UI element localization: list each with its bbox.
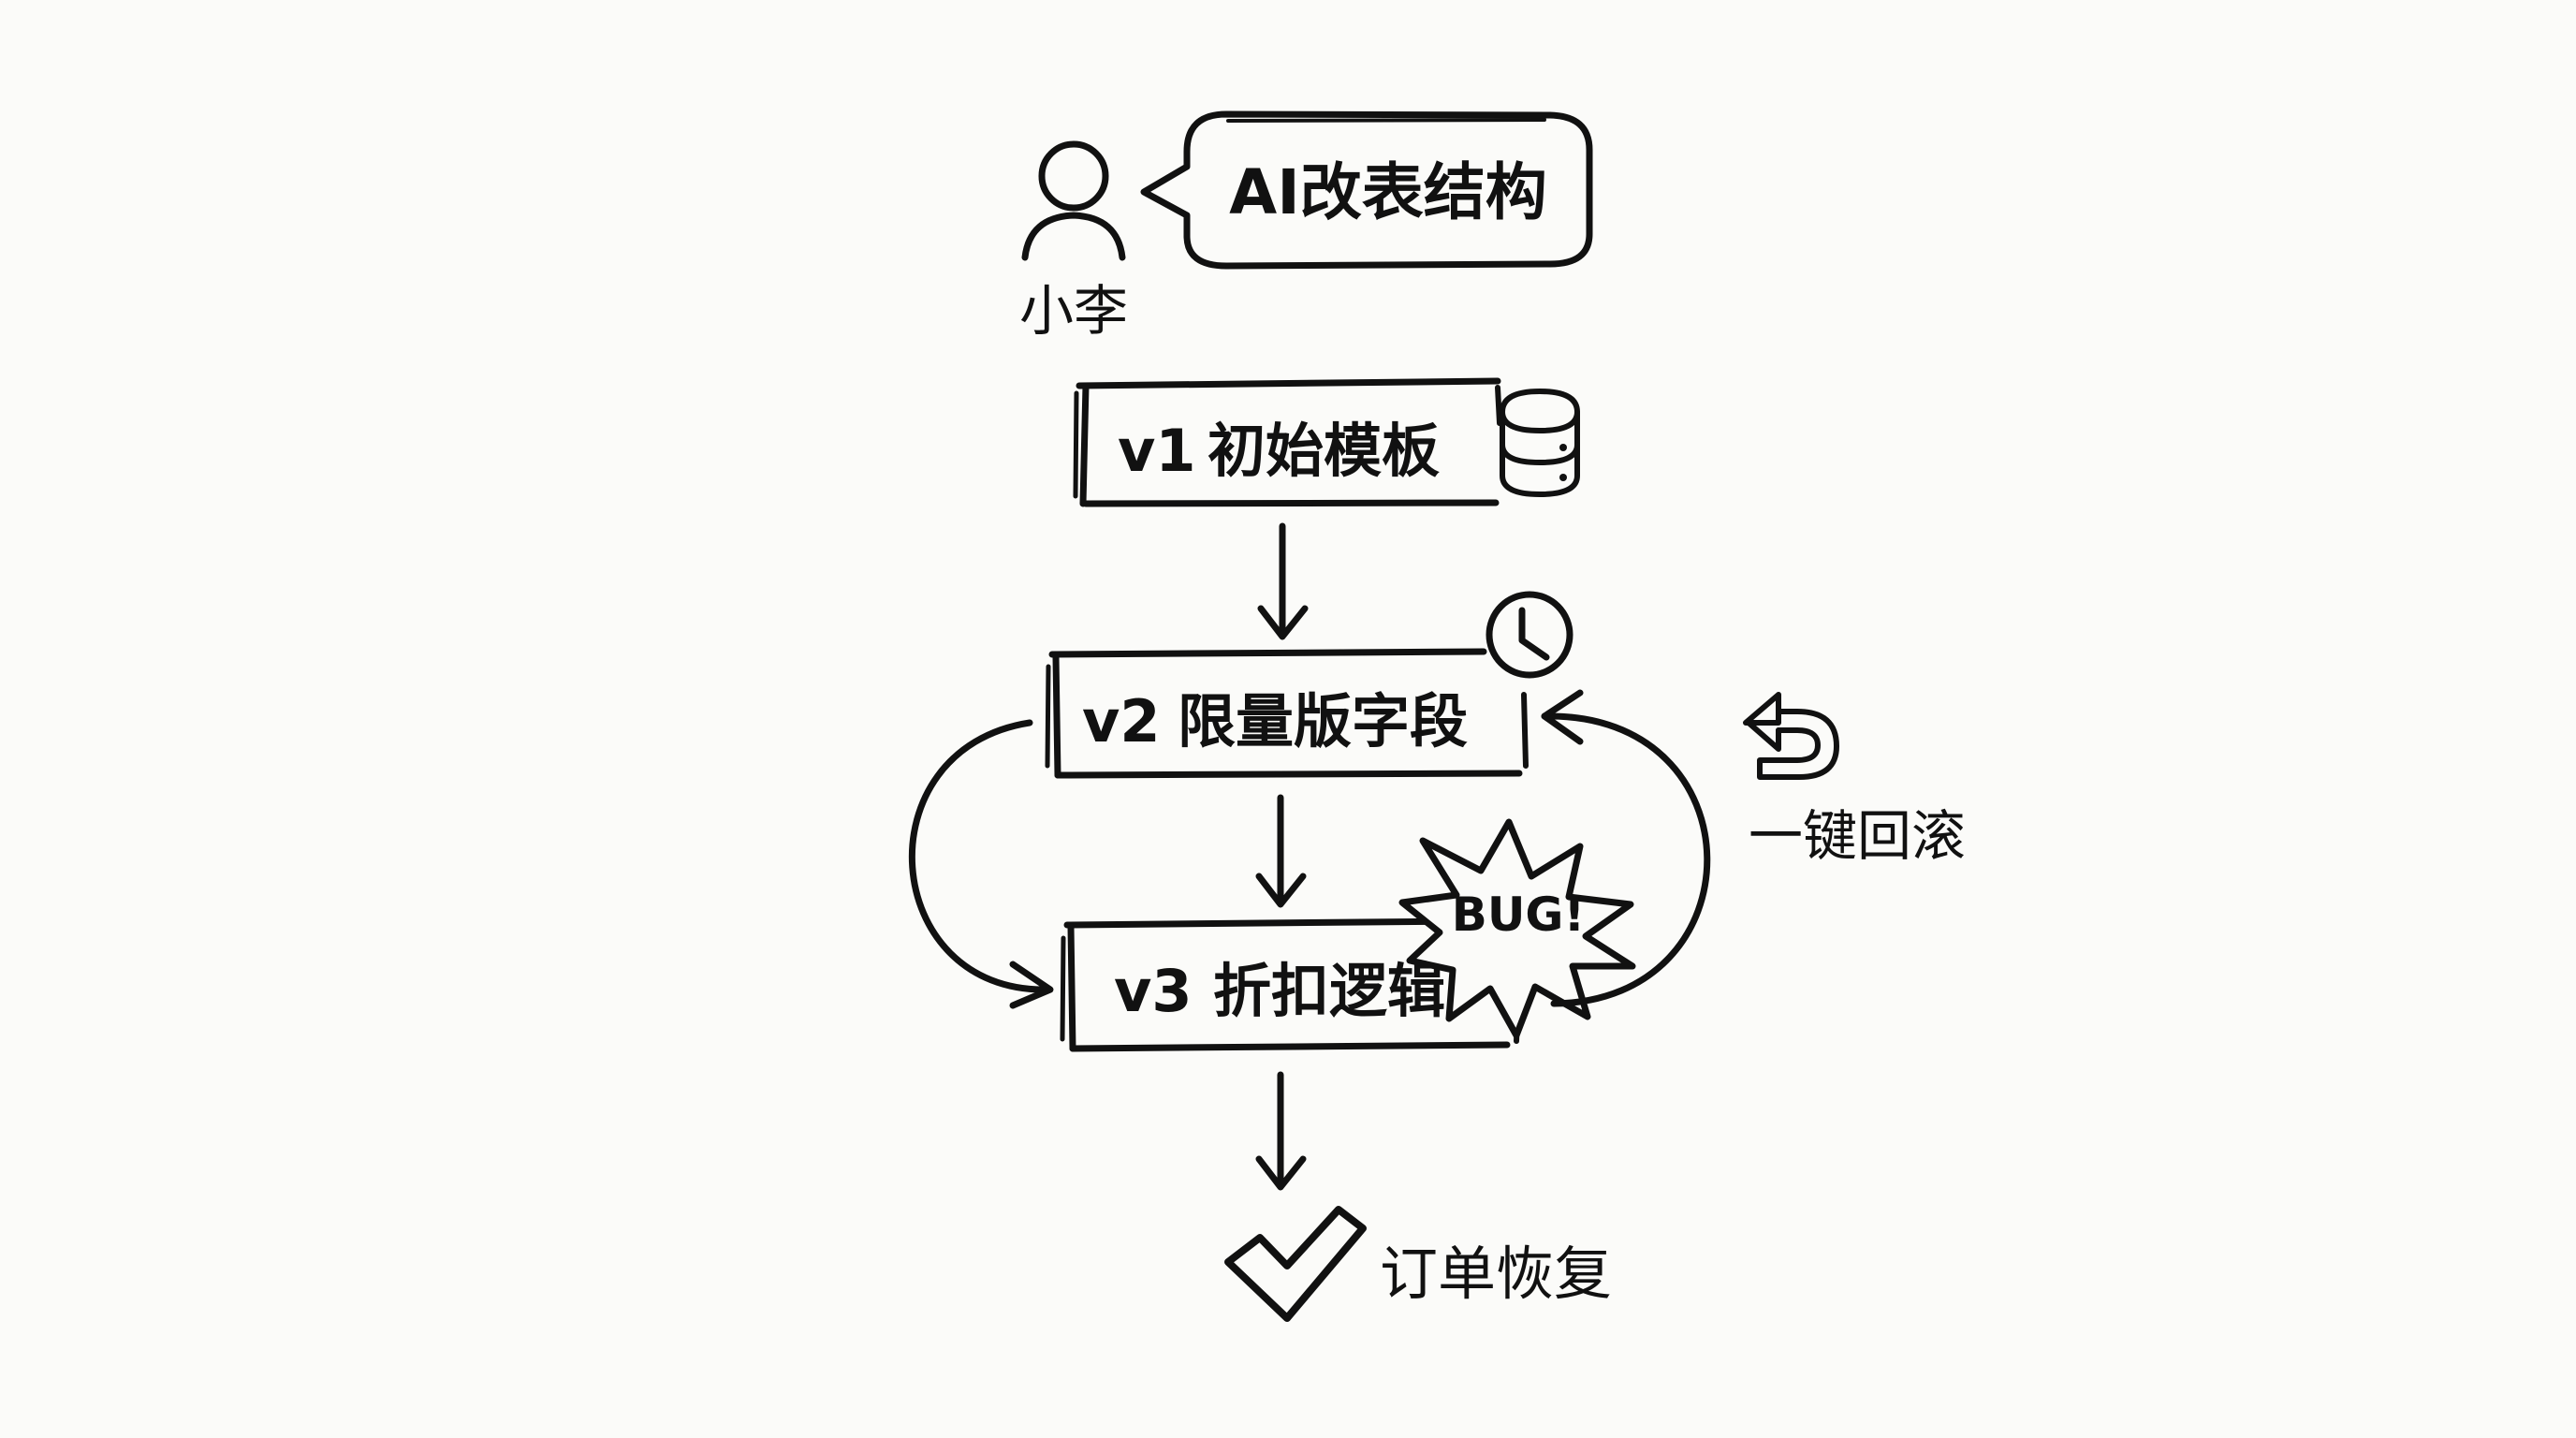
version-title-v3: 折扣逻辑 (1213, 957, 1445, 1025)
speech-text: AI改表结构 (1229, 156, 1547, 228)
left-curve-arrow (908, 719, 1054, 1009)
version-box-v1 (1073, 377, 1502, 507)
rollback-curve-arrow (1541, 689, 1711, 1007)
result-label: 订单恢复 (1380, 1240, 1612, 1308)
undo-arrow-icon (1743, 692, 1839, 780)
arrow-v1-to-v2 (1257, 522, 1309, 640)
arrow-v2-to-v3 (1255, 794, 1307, 908)
person-icon (1021, 140, 1126, 261)
version-id-v2: v2 (1082, 687, 1161, 756)
user-name: 小李 (1019, 279, 1128, 343)
check-mark-icon (1224, 1206, 1367, 1322)
version-title-v1: 初始模板 (1208, 417, 1440, 485)
bug-burst-icon (1398, 818, 1636, 1039)
speech-bubble (1140, 110, 1593, 270)
version-id-v3: v3 (1114, 957, 1193, 1025)
bug-text: BUG! (1452, 888, 1586, 942)
version-id-v1: v1 (1118, 417, 1196, 485)
version-box-v2 (1045, 648, 1529, 779)
arrow-v3-to-result (1255, 1071, 1307, 1191)
clock-icon (1486, 591, 1573, 679)
rollback-label: 一键回滚 (1749, 804, 1966, 868)
version-title-v2: 限量版字段 (1178, 687, 1468, 756)
database-icon (1500, 389, 1580, 497)
